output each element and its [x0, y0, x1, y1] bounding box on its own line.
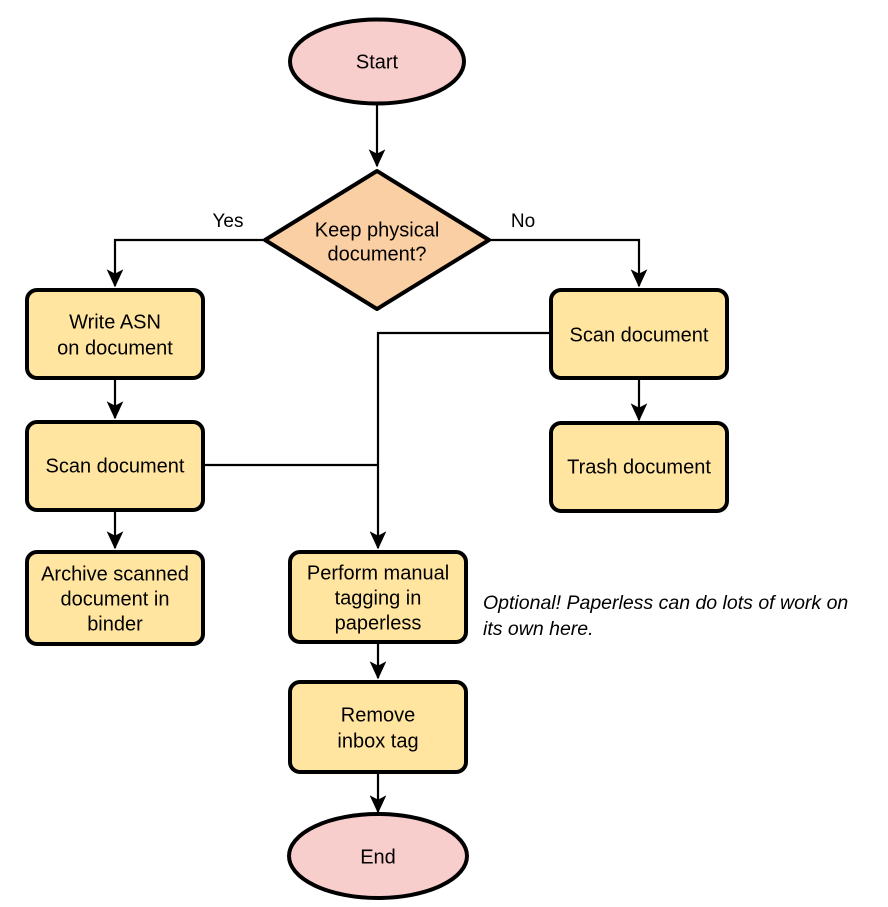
node-end[interactable]: End	[287, 812, 469, 900]
archive-label-line1: Archive scanned	[41, 563, 189, 585]
node-perform-manual-tagging[interactable]: Perform manual tagging in paperless	[288, 550, 468, 644]
connector-decision-no-to-scan-right	[490, 238, 648, 288]
remove-inbox-tag-box	[288, 680, 468, 774]
node-scan-document-right[interactable]: Scan document	[549, 288, 729, 380]
optional-note: Optional! Paperless can do lots of work …	[483, 592, 848, 640]
tagging-box	[288, 550, 468, 644]
tagging-label-line1: Perform manual	[307, 562, 449, 584]
scan-document-right-label: Scan document	[570, 324, 709, 346]
start-label: Start	[356, 51, 399, 73]
edge-label-no: No	[511, 211, 535, 232]
node-scan-document-left[interactable]: Scan document	[25, 420, 205, 512]
start-ellipse	[288, 17, 466, 106]
write-asn-box	[25, 288, 205, 380]
decision-diamond	[263, 169, 491, 311]
optional-note-line1: Optional! Paperless can do lots of work …	[483, 592, 848, 614]
scan-document-left-box	[25, 420, 205, 512]
remove-inbox-label-line1: Remove	[341, 704, 415, 726]
connector-scan-right-to-tagging	[369, 331, 551, 550]
archive-label-line3: binder	[87, 613, 143, 635]
archive-label-line2: document in	[61, 588, 170, 610]
write-asn-label-line2: on document	[57, 337, 173, 359]
end-ellipse	[287, 812, 469, 900]
node-write-asn-on-document[interactable]: Write ASN on document	[25, 288, 205, 380]
decision-label-line2: document?	[328, 243, 427, 265]
scan-document-left-label: Scan document	[46, 455, 185, 477]
node-archive-scanned-document[interactable]: Archive scanned document in binder	[25, 550, 205, 646]
node-start[interactable]: Start	[288, 17, 466, 106]
connector-decision-yes-to-write-asn	[106, 238, 265, 288]
node-trash-document[interactable]: Trash document	[549, 421, 729, 513]
remove-inbox-label-line2: inbox tag	[337, 730, 418, 752]
node-keep-physical-document-decision[interactable]: Keep physical document?	[263, 169, 491, 311]
decision-label-line1: Keep physical	[315, 219, 440, 241]
trash-document-box	[549, 421, 729, 513]
node-remove-inbox-tag[interactable]: Remove inbox tag	[288, 680, 468, 774]
tagging-label-line3: paperless	[335, 612, 422, 634]
optional-note-line2: its own here.	[483, 618, 594, 640]
archive-box	[25, 550, 205, 646]
scan-document-right-box	[549, 288, 729, 380]
write-asn-label-line1: Write ASN	[69, 311, 161, 333]
edge-label-yes: Yes	[213, 211, 244, 232]
tagging-label-line2: tagging in	[335, 587, 422, 609]
end-label: End	[360, 846, 396, 868]
trash-document-label: Trash document	[567, 456, 711, 478]
